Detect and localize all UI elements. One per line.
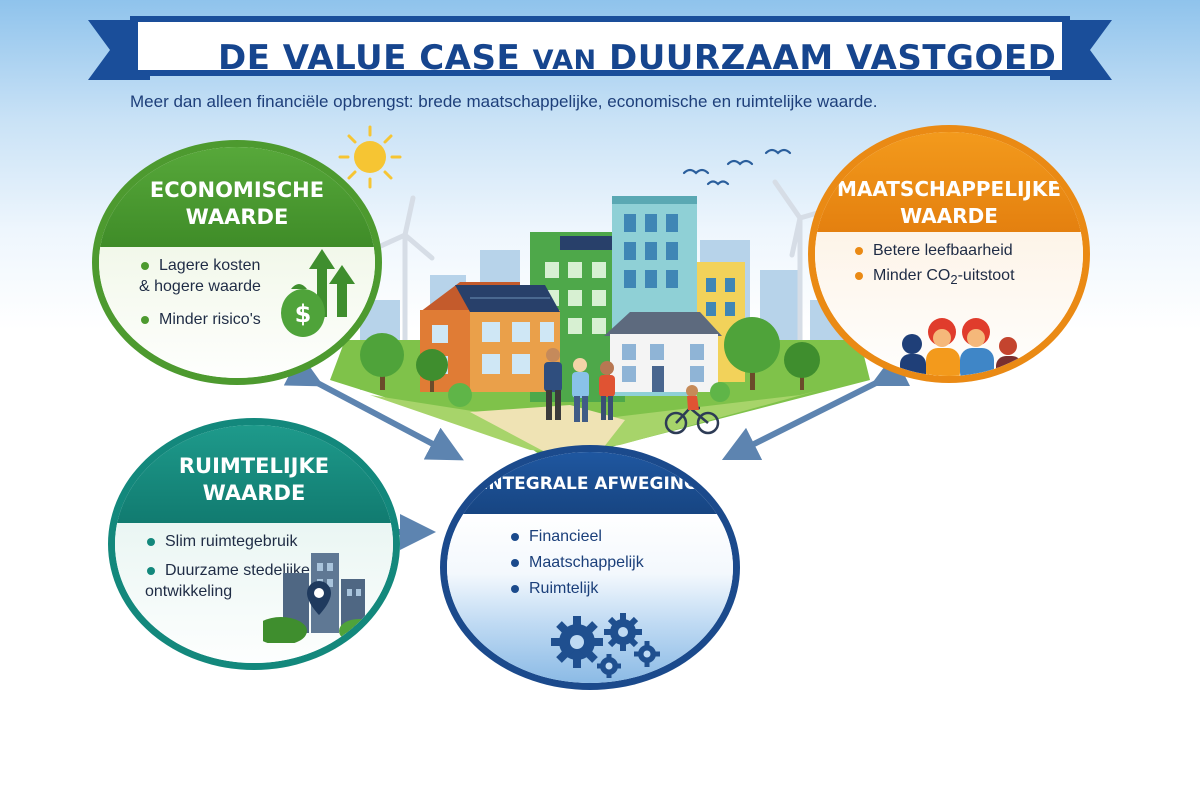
list-item: Duurzame stedelijke bbox=[145, 560, 315, 581]
list-item: Betere leefbaarheid bbox=[853, 240, 1063, 261]
circle-title: INTEGRALE AFWEGING bbox=[447, 452, 733, 514]
people-icon bbox=[900, 318, 1022, 376]
list-item: Lagere kosten bbox=[139, 255, 289, 276]
page-subtitle: Meer dan alleen financiële opbrengst: br… bbox=[130, 92, 878, 111]
list-item: & hogere waarde bbox=[139, 278, 261, 295]
money-bag-icon: $ bbox=[281, 284, 325, 337]
cyclist-icon bbox=[664, 385, 720, 435]
title-banner-ribbon bbox=[88, 16, 1112, 80]
bird-icon bbox=[682, 148, 792, 186]
city-with-pin-icon bbox=[263, 553, 373, 643]
list-item: Minder risico's bbox=[139, 309, 289, 330]
circle-body: Betere leefbaarheid Minder CO2-uitstoot bbox=[815, 232, 1083, 376]
svg-text:$: $ bbox=[295, 300, 312, 328]
list-item: Financieel bbox=[509, 526, 689, 547]
circle-economische-waarde: ECONOMISCHE WAARDE Lagere kosten & hoger… bbox=[92, 140, 382, 385]
circle-body: Financieel Maatschappelijk Ruimtelijk bbox=[447, 514, 733, 683]
circle-integrale-afweging: INTEGRALE AFWEGING Financieel Maatschapp… bbox=[440, 445, 740, 690]
list-item: Slim ruimtegebruik bbox=[145, 531, 315, 552]
circle-ruimtelijke-waarde: RUIMTELIJKE WAARDE Slim ruimtegebruik Du… bbox=[108, 418, 400, 670]
circle-title: ECONOMISCHE WAARDE bbox=[99, 147, 375, 247]
page-title: DE VALUE CASE VAN DUURZAAM VASTGOED bbox=[218, 38, 1057, 78]
list-item: Maatschappelijk bbox=[509, 552, 689, 573]
list-item: ontwikkeling bbox=[145, 583, 233, 600]
map-pin-icon bbox=[307, 581, 331, 615]
circle-body: Lagere kosten & hogere waarde Minder ris… bbox=[99, 247, 375, 378]
circle-maatschappelijke-waarde: MAATSCHAPPELIJKE WAARDE Betere leefbaarh… bbox=[808, 125, 1090, 383]
title-banner: DE VALUE CASE VAN DUURZAAM VASTGOED bbox=[88, 16, 1112, 90]
people-walking-illustration bbox=[544, 348, 615, 422]
circle-body: Slim ruimtegebruik Duurzame stedelijke o… bbox=[115, 523, 393, 663]
growth-arrows-icon bbox=[309, 249, 355, 317]
gear-icon bbox=[551, 613, 660, 678]
list-item: Minder CO2-uitstoot bbox=[853, 265, 1063, 290]
list-item: Ruimtelijk bbox=[509, 578, 689, 599]
circle-title: MAATSCHAPPELIJKE WAARDE bbox=[815, 132, 1083, 232]
circle-title: RUIMTELIJKE WAARDE bbox=[115, 425, 393, 523]
